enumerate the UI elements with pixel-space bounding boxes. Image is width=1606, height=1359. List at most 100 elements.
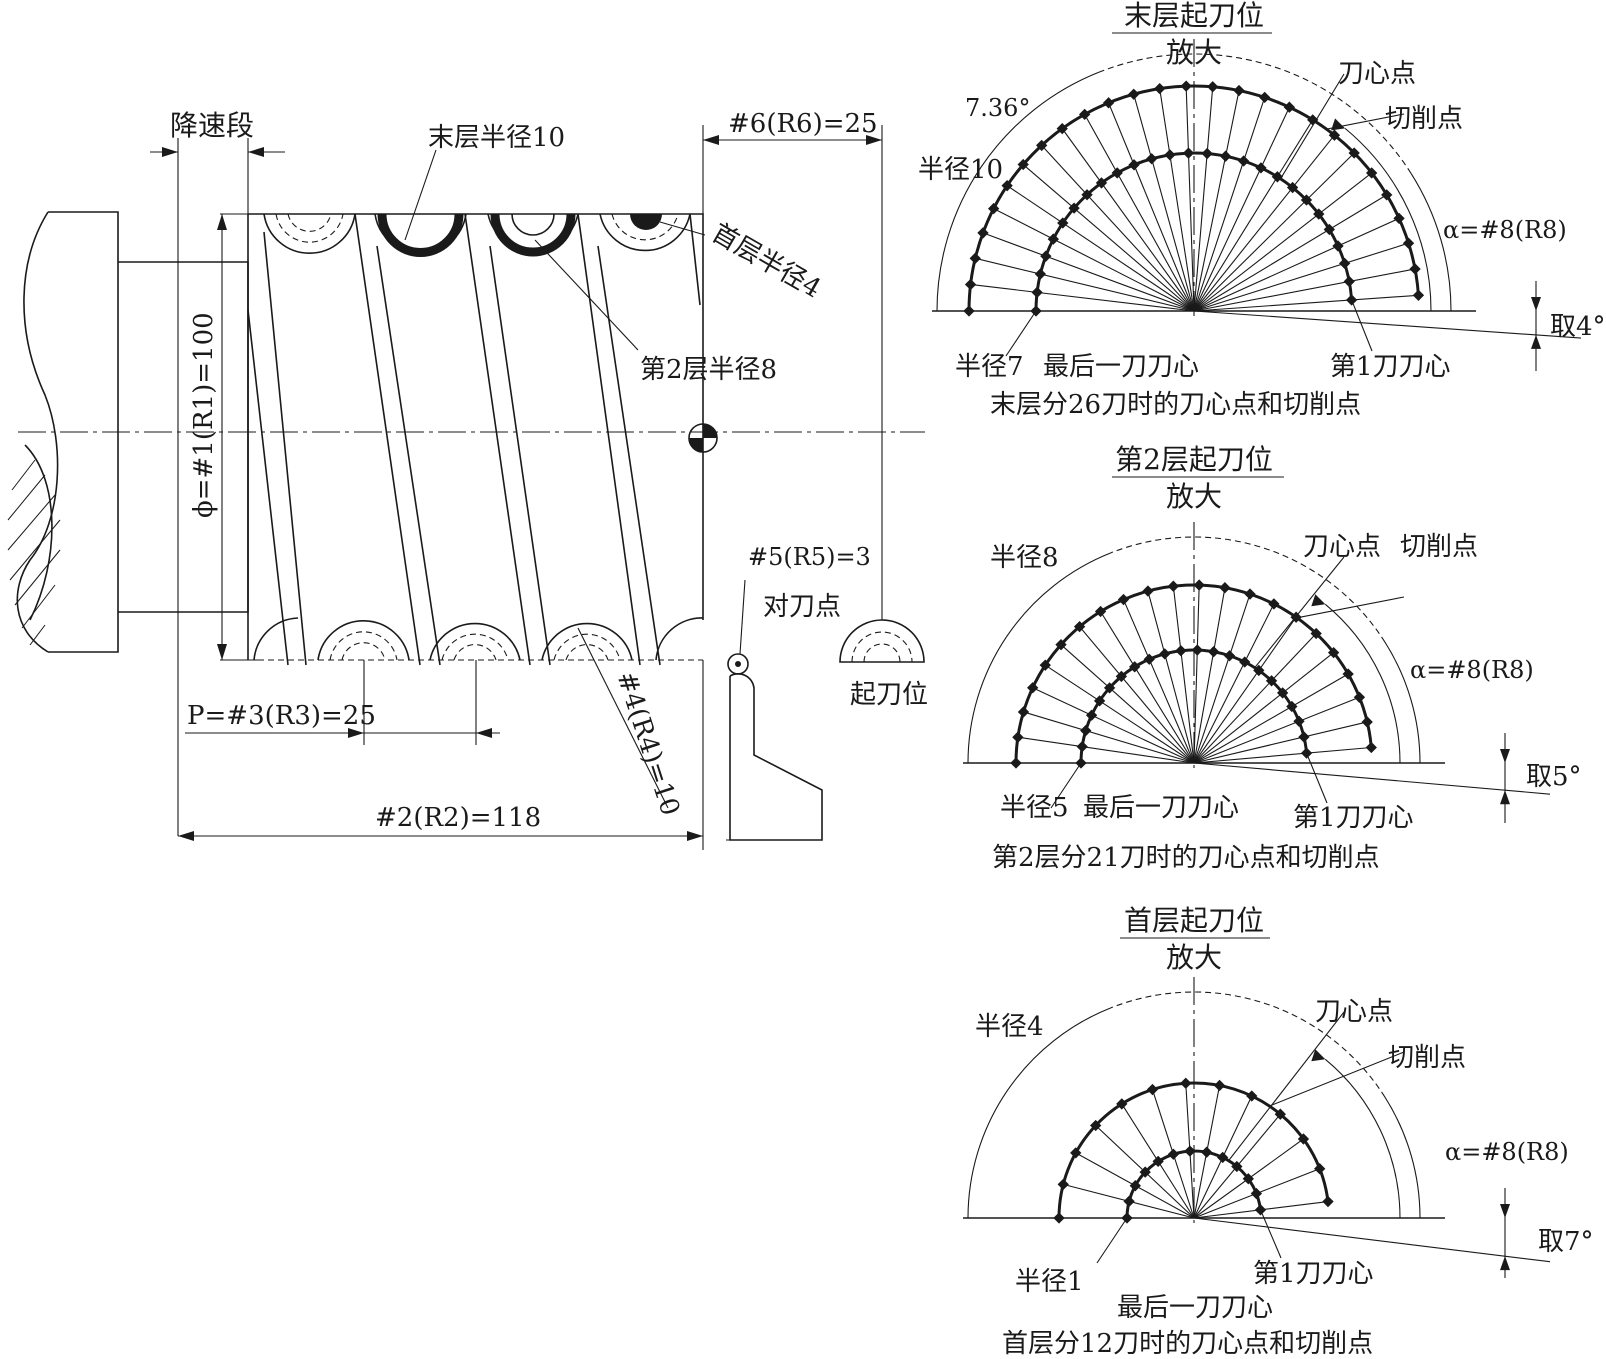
cut-ray: [1032, 687, 1195, 764]
reference-arc: [936, 71, 1100, 312]
cut-ray: [1193, 696, 1360, 764]
take-angle-arrow: [1531, 297, 1541, 311]
cut-ray: [1193, 119, 1314, 312]
r6-dimension: #6(R6)=25: [702, 109, 883, 620]
alpha-arrow: [1311, 1049, 1326, 1062]
first-cut-leader: [1259, 1209, 1282, 1259]
first-cut-leader: [1351, 299, 1373, 352]
cut-ray: [1017, 736, 1195, 764]
tool-center-arc: [1125, 1149, 1262, 1219]
cut-ray: [1193, 585, 1200, 764]
panel-subtitle: 放大: [1166, 941, 1222, 974]
tool-center-point-label: 刀心点: [1315, 997, 1393, 1027]
take-angle-arrow: [1500, 749, 1510, 763]
alpha-arc: [1324, 1058, 1401, 1219]
panel-title: 末层起刀位: [1124, 0, 1264, 32]
cut-ray: [1006, 185, 1195, 312]
panel-title: 首层起刀位: [1124, 904, 1264, 937]
inner-radius-label: 半径7: [955, 352, 1024, 382]
cut-ray: [1185, 86, 1195, 312]
alpha-arc: [1344, 127, 1432, 312]
r2-label: #2(R2)=118: [375, 803, 541, 833]
section-hatch: [7, 459, 61, 646]
cutting-point-label: 切削点: [1400, 532, 1478, 562]
first-cut-center-label: 第1刀刀心: [1253, 1259, 1374, 1289]
inner-radius-label: 半径1: [1015, 1267, 1084, 1297]
decel-zone-label: 降速段: [170, 109, 254, 142]
cut-ray: [1172, 586, 1195, 764]
alpha-arrow: [1331, 118, 1346, 131]
cut-ray: [1022, 164, 1195, 312]
center-point-leader: [1254, 556, 1345, 669]
cut-ray: [1122, 599, 1195, 764]
top-thread-grooves: [263, 213, 691, 257]
take-angle-arrow: [1531, 334, 1541, 349]
cutting-arc: [1014, 583, 1373, 764]
cut-ray: [1193, 721, 1368, 764]
take-angle-line: [1193, 762, 1551, 795]
cut-ray: [1193, 633, 1317, 764]
cut-ray: [1193, 134, 1335, 312]
cutting-tool: #5(R5)=3 对刀点: [726, 543, 871, 841]
cut-ray: [1193, 616, 1297, 764]
cut-ray: [975, 257, 1195, 312]
r6-label: #6(R6)=25: [728, 109, 878, 139]
bottom-thread-grooves: [248, 617, 704, 661]
take-angle-arrow: [1500, 1256, 1510, 1271]
cut-ray: [1193, 587, 1226, 764]
last-cut-center-label: 最后一刀刀心: [1083, 793, 1239, 823]
cut-ray: [1193, 294, 1419, 312]
reference-arc: [1384, 1096, 1421, 1219]
groove-leaders: 末层半径10 第2层半径8 首层半径4 #4(R4)=10: [404, 123, 826, 820]
tool-center-arc: [1034, 151, 1354, 312]
cutting-point-label: 切削点: [1385, 104, 1463, 134]
take-angle-label: 取4°: [1550, 312, 1606, 342]
take-angle-line: [1193, 310, 1582, 339]
reference-arc: [967, 552, 1112, 764]
cut-ray: [1084, 114, 1195, 312]
alpha-label: α=#8(R8): [1445, 1138, 1569, 1166]
first-cut-center-label: 第1刀刀心: [1293, 803, 1414, 833]
panel-title: 第2层起刀位: [1115, 443, 1273, 476]
cut-ray: [1108, 102, 1195, 312]
alpha-label: α=#8(R8): [1410, 656, 1534, 684]
reference-arc: [1410, 172, 1452, 312]
last-cut-leader: [1005, 310, 1037, 357]
cut-ray: [1193, 106, 1290, 312]
pitch-label: P=#3(R3)=25: [187, 701, 376, 731]
cut-ray: [1193, 593, 1251, 764]
inner-radius-label: 半径5: [1000, 793, 1069, 823]
cut-ray: [1193, 673, 1349, 764]
cut-ray: [1193, 217, 1400, 312]
cut-ray: [982, 232, 1195, 312]
last-cut-center-label: 最后一刀刀心: [1043, 352, 1199, 382]
thread-helix-lines: [247, 213, 701, 666]
r4-label: #4(R4)=10: [610, 668, 685, 820]
second-layer-radius-label: 第2层半径8: [640, 355, 777, 385]
origin-marker: [688, 423, 718, 453]
tool-center-point-label: 刀心点: [1338, 59, 1416, 89]
outer-radius-label: 半径8: [990, 543, 1059, 573]
take-angle-label: 取5°: [1526, 762, 1582, 792]
cut-ray: [1079, 626, 1195, 764]
cut-ray: [1193, 746, 1372, 764]
first-cut-center-label: 第1刀刀心: [1330, 352, 1451, 382]
cut-ray: [1193, 268, 1416, 312]
take-angle-line: [1193, 1217, 1551, 1263]
tool-set-point-label: 对刀点: [763, 592, 841, 622]
r2-dimension: #2(R2)=118: [178, 660, 704, 850]
cutting-arc: [1057, 1081, 1330, 1219]
cut-ray: [1100, 611, 1195, 764]
decel-zone-dimension: 降速段: [150, 109, 285, 836]
take-angle-label: 取7°: [1538, 1227, 1594, 1257]
last-cut-leader: [1096, 1217, 1128, 1264]
cutting-arc: [967, 84, 1420, 312]
tool-center-point-label: 刀心点: [1303, 532, 1381, 562]
reference-arc-dashed: [1099, 53, 1412, 174]
cut-ray: [1147, 590, 1195, 764]
cut-ray: [1061, 128, 1195, 312]
pitch-dimension: P=#3(R3)=25: [185, 660, 500, 745]
start-position-symbol: 起刀位: [839, 619, 928, 710]
center-point-leader: [1228, 1011, 1345, 1161]
angle-label: 7.36°: [965, 94, 1030, 122]
